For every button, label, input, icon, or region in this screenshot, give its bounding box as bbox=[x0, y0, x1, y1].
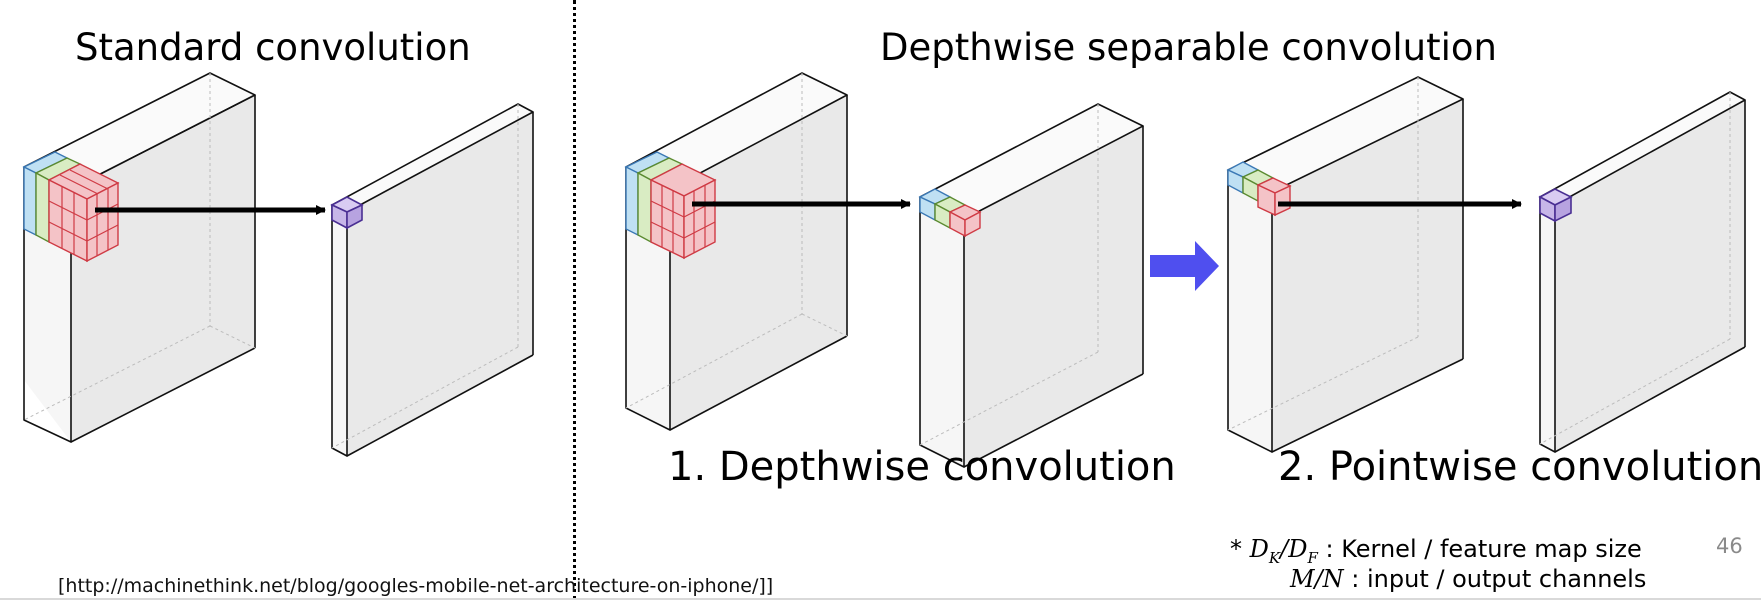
pointwise-caption: 2. Pointwise convolution bbox=[1278, 444, 1761, 490]
depthwise-caption: 1. Depthwise convolution bbox=[668, 444, 1176, 490]
standard-input-block bbox=[23, 72, 256, 443]
standard-convolution-title: Standard convolution bbox=[75, 26, 471, 69]
depthwise-output-slice bbox=[918, 188, 982, 238]
note-asterisk: * bbox=[1230, 535, 1250, 563]
dk-symbol: DK/DF bbox=[1249, 535, 1318, 567]
kernel-size-note: * DK/DF : Kernel / feature map size bbox=[1230, 535, 1642, 567]
standard-output-pixel bbox=[330, 196, 364, 230]
standard-kernel bbox=[22, 151, 120, 263]
footer-rule bbox=[0, 598, 1761, 600]
pointwise-output-block bbox=[1539, 91, 1746, 453]
depthwise-separable-convolution-title: Depthwise separable convolution bbox=[880, 26, 1497, 69]
standard-output-block bbox=[331, 103, 534, 457]
page-number: 46 bbox=[1716, 534, 1743, 558]
mn-symbol: M/N bbox=[1290, 565, 1344, 593]
source-citation: [http://machinethink.net/blog/googles-mo… bbox=[58, 575, 774, 597]
depthwise-input-block bbox=[625, 72, 848, 431]
pointwise-output-pixel bbox=[1538, 188, 1573, 223]
section-divider bbox=[573, 0, 576, 600]
channels-text: : input / output channels bbox=[1343, 565, 1647, 593]
transition-arrow bbox=[1150, 241, 1219, 291]
pointwise-input-block bbox=[1227, 76, 1464, 453]
pointwise-kernel bbox=[1226, 161, 1292, 217]
kernel-size-text: : Kernel / feature map size bbox=[1317, 535, 1642, 563]
channels-note: M/N : input / output channels bbox=[1290, 565, 1646, 593]
depthwise-output-block bbox=[919, 103, 1144, 468]
